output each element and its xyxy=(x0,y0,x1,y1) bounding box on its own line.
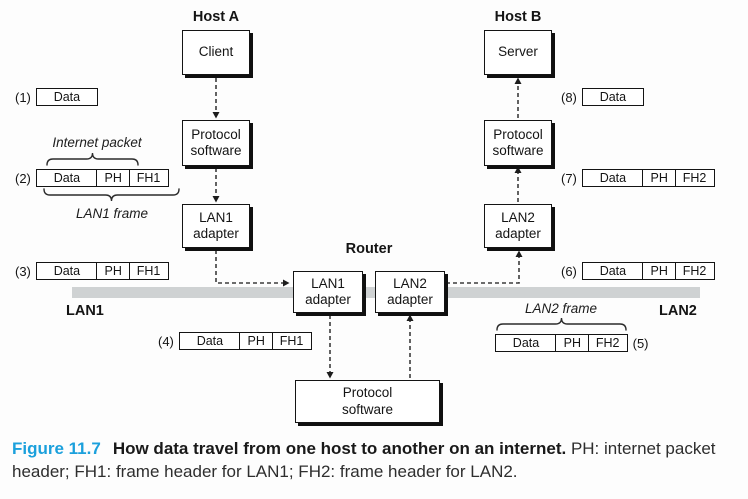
arrowhead-right-1 xyxy=(283,279,290,287)
packet-4-fh1-cell: FH1 xyxy=(271,332,312,350)
packet-5-data-cell: Data xyxy=(495,334,557,352)
brace-lan2-frame xyxy=(496,317,627,331)
arrowhead-up-2 xyxy=(515,250,523,257)
lan2-adapter-b-node: LAN2 adapter xyxy=(484,204,552,248)
packet-3-data-cell: Data xyxy=(35,262,98,280)
packet-7-ph-cell: PH xyxy=(642,169,677,187)
arrowhead-down-1 xyxy=(212,112,220,119)
arrowhead-down-3 xyxy=(326,372,334,379)
caption-body: PH: internet packet header; FH1: frame h… xyxy=(12,439,716,481)
packet-7-data-cell: Data xyxy=(581,169,644,187)
arrowhead-up-3 xyxy=(514,166,522,173)
packet-4-ph-cell: PH xyxy=(239,332,274,350)
packet-row-1: (1) Data xyxy=(15,88,98,106)
packet-4: Data PH FH1 xyxy=(178,332,312,350)
arrow-router-to-lan2-adapter-b xyxy=(446,257,520,284)
packet-2: Data PH FH1 xyxy=(35,169,169,187)
figure-number: Figure 11.7 xyxy=(12,439,101,458)
step-label-3: (3) xyxy=(15,263,31,279)
brace-lan1-frame xyxy=(43,188,180,202)
step-label-5: (5) xyxy=(632,335,649,351)
packet-row-8: (8) Data xyxy=(561,88,644,106)
host-b-title: Host B xyxy=(494,9,542,25)
lan1-label: LAN1 xyxy=(66,303,104,319)
step-label-1: (1) xyxy=(15,89,31,105)
packet-3-fh1-cell: FH1 xyxy=(128,262,169,280)
packet-row-3: (3) Data PH FH1 xyxy=(15,262,169,280)
packet-8-data-cell: Data xyxy=(581,88,644,106)
packet-1-data-cell: Data xyxy=(35,88,98,106)
arrowhead-up-1 xyxy=(406,314,414,321)
packet-7: Data PH FH2 xyxy=(581,169,715,187)
router-lan2-adapter-node: LAN2 adapter xyxy=(375,271,445,313)
packet-2-ph-cell: PH xyxy=(96,169,131,187)
packet-row-5: Data PH FH2 (5) xyxy=(495,334,649,352)
packet-2-data-cell: Data xyxy=(35,169,98,187)
packet-4-data-cell: Data xyxy=(178,332,241,350)
router-protocol-software-node: Protocol software xyxy=(295,380,440,423)
protocol-software-b-node: Protocol software xyxy=(484,120,552,166)
packet-row-7: (7) Data PH FH2 xyxy=(561,169,715,187)
router-lan1-adapter-node: LAN1 adapter xyxy=(293,271,363,313)
packet-row-4: (4) Data PH FH1 xyxy=(158,332,312,350)
step-label-7: (7) xyxy=(561,170,577,186)
step-label-6: (6) xyxy=(561,263,577,279)
packet-1: Data xyxy=(35,88,98,106)
internet-packet-label: Internet packet xyxy=(52,135,142,150)
brace-internet-packet xyxy=(46,152,139,166)
step-label-4: (4) xyxy=(158,333,174,349)
caption-heading: How data travel from one host to another… xyxy=(112,439,567,458)
packet-3-ph-cell: PH xyxy=(96,262,131,280)
step-label-2: (2) xyxy=(15,170,31,186)
protocol-software-a-node: Protocol software xyxy=(182,120,250,166)
packet-6-fh2-cell: FH2 xyxy=(674,262,715,280)
lan2-frame-label: LAN2 frame xyxy=(524,301,598,316)
packet-6-ph-cell: PH xyxy=(642,262,677,280)
packet-5-ph-cell: PH xyxy=(555,334,590,352)
packet-row-6: (6) Data PH FH2 xyxy=(561,262,715,280)
lan1-adapter-a-node: LAN1 adapter xyxy=(182,204,250,248)
client-node: Client xyxy=(182,30,250,75)
figure-caption: Figure 11.7 How data travel from one host… xyxy=(12,438,738,484)
packet-5-fh2-cell: FH2 xyxy=(587,334,628,352)
server-node: Server xyxy=(484,30,552,75)
arrow-lan1-adapter-to-router xyxy=(215,250,283,284)
packet-5: Data PH FH2 xyxy=(495,334,628,352)
packet-6-data-cell: Data xyxy=(581,262,644,280)
packet-8: Data xyxy=(581,88,644,106)
packet-7-fh2-cell: FH2 xyxy=(674,169,715,187)
packet-3: Data PH FH1 xyxy=(35,262,169,280)
step-label-8: (8) xyxy=(561,89,577,105)
arrowhead-up-4 xyxy=(514,77,522,84)
packet-2-fh1-cell: FH1 xyxy=(128,169,169,187)
router-title: Router xyxy=(345,241,393,257)
lan1-frame-label: LAN1 frame xyxy=(75,206,149,221)
lan2-label: LAN2 xyxy=(659,303,697,319)
packet-6: Data PH FH2 xyxy=(581,262,715,280)
host-a-title: Host A xyxy=(192,9,240,25)
packet-row-2: (2) Data PH FH1 xyxy=(15,169,169,187)
arrowhead-down-2 xyxy=(212,196,220,203)
